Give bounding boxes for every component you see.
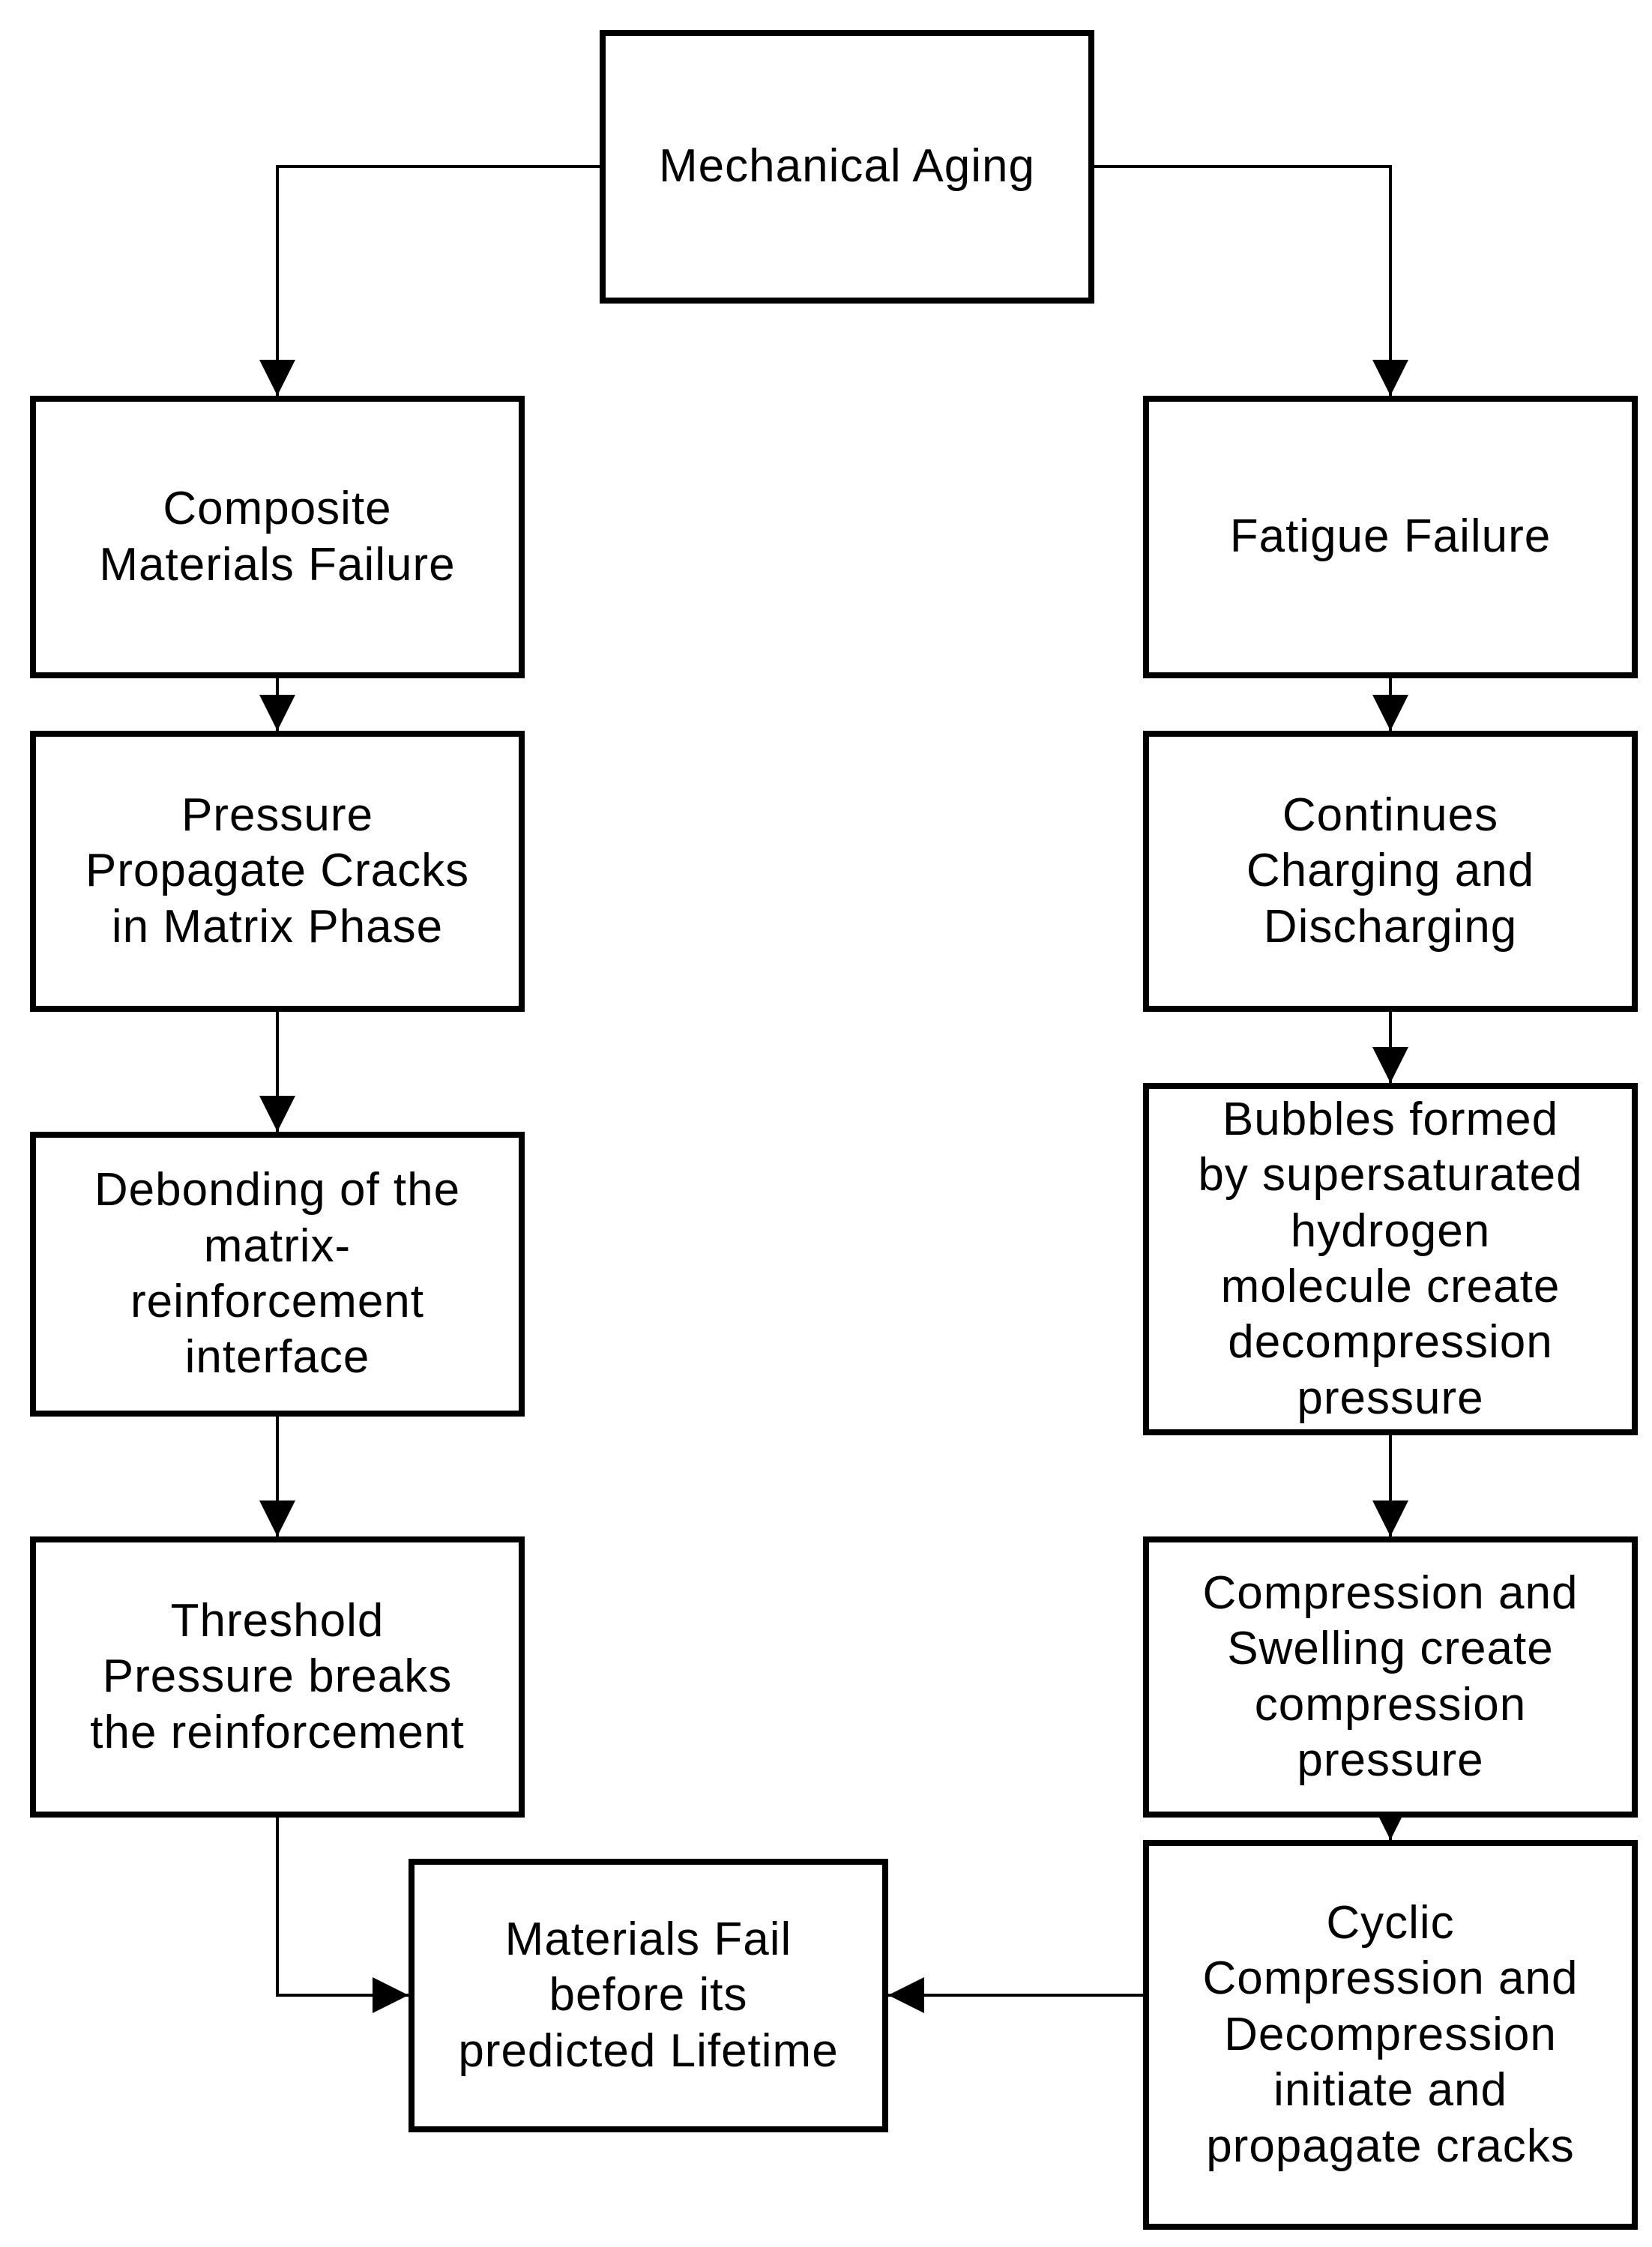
node-fatigue-failure-label: Fatigue Failure — [1229, 510, 1552, 563]
node-mechanical-aging: Mechanical Aging — [600, 30, 1094, 304]
node-continues-charging: Continues Charging and Discharging — [1143, 731, 1638, 1012]
node-materials-fail-label: Materials Fail before its predicted Life… — [458, 1913, 839, 2077]
node-pressure-propagate-cracks: Pressure Propagate Cracks in Matrix Phas… — [30, 731, 525, 1012]
node-cyclic-compression-label: Cyclic Compression and Decompression ini… — [1202, 1897, 1579, 2172]
node-cyclic-compression: Cyclic Compression and Decompression ini… — [1143, 1840, 1638, 2230]
node-materials-fail: Materials Fail before its predicted Life… — [409, 1859, 888, 2132]
node-compression-swelling-label: Compression and Swelling create compress… — [1202, 1566, 1579, 1786]
node-mechanical-aging-label: Mechanical Aging — [659, 140, 1035, 193]
node-continues-charging-label: Continues Charging and Discharging — [1246, 788, 1535, 953]
edge-aging-to-composite — [259, 165, 600, 396]
node-composite-materials-failure: Composite Materials Failure — [30, 396, 525, 678]
node-debonding-interface-label: Debonding of the matrix- reinforcement i… — [94, 1164, 461, 1384]
node-threshold-pressure: Threshold Pressure breaks the reinforcem… — [30, 1536, 525, 1818]
edge-threshold-to-materialsfail — [276, 1818, 409, 2013]
edge-aging-to-fatigue — [1094, 165, 1408, 396]
node-bubbles-formed-label: Bubbles formed by supersaturated hydroge… — [1198, 1093, 1583, 1424]
node-debonding-interface: Debonding of the matrix- reinforcement i… — [30, 1132, 525, 1417]
node-fatigue-failure: Fatigue Failure — [1143, 396, 1638, 678]
node-pressure-propagate-cracks-label: Pressure Propagate Cracks in Matrix Phas… — [85, 788, 470, 953]
node-bubbles-formed: Bubbles formed by supersaturated hydroge… — [1143, 1083, 1638, 1435]
node-compression-swelling: Compression and Swelling create compress… — [1143, 1536, 1638, 1818]
node-threshold-pressure-label: Threshold Pressure breaks the reinforcem… — [90, 1594, 465, 1758]
node-composite-materials-failure-label: Composite Materials Failure — [99, 483, 456, 591]
